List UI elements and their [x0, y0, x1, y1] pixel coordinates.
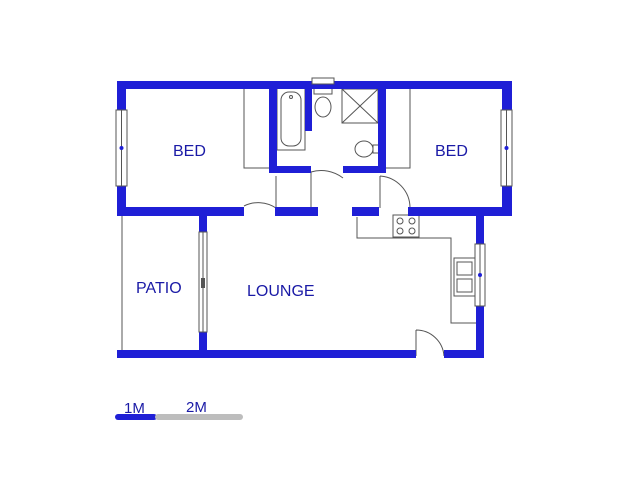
wardrobe-left [243, 87, 271, 169]
sliding-door-patio [198, 231, 208, 333]
wall-bath-left [269, 81, 277, 173]
window-bed-left [115, 109, 128, 187]
wall-mid-b [275, 207, 318, 216]
basin-icon [354, 140, 381, 158]
scale-label-1m: 1M [124, 400, 145, 417]
room-label-patio: PATIO [136, 280, 182, 297]
scale-bar-segment-2 [155, 414, 243, 420]
wall-mid-a [117, 207, 244, 216]
windows [115, 77, 513, 333]
room-label-lounge: LOUNGE [247, 283, 315, 300]
door-entrance [415, 329, 445, 357]
wall-mid-d [408, 207, 512, 216]
door-bed-left [243, 176, 277, 209]
wall-patio-bottom [199, 332, 207, 356]
scale-bar-segment-1 [115, 414, 157, 420]
wall-bath-bottom-b [343, 166, 386, 173]
wall-patio-top [199, 216, 207, 232]
walls [117, 81, 512, 358]
wall-bottom-a [117, 350, 416, 358]
wall-bath-right [378, 81, 386, 173]
room-label-bed-left: BED [173, 143, 206, 160]
wall-bath-bottom-a [269, 166, 311, 173]
door-bed-right [379, 175, 411, 209]
sink-icon [453, 257, 477, 297]
wardrobe-right [383, 87, 411, 169]
wall-bath-divider [305, 81, 312, 131]
window-bed-right [500, 109, 513, 187]
bathtub-icon [276, 87, 306, 151]
window-bathroom [311, 77, 335, 85]
room-label-bed-right: BED [435, 143, 468, 160]
scale-label-2m: 2M [186, 399, 207, 416]
fixtures [121, 78, 477, 354]
shower-icon [341, 88, 379, 124]
window-kitchen [474, 243, 486, 307]
door-bathroom [310, 170, 344, 208]
wall-top [117, 81, 512, 89]
scale-bar: 1M 2M [115, 399, 243, 420]
kitchen-counter [356, 217, 476, 324]
doors [243, 170, 445, 357]
stove-icon [392, 214, 420, 238]
wall-mid-c [352, 207, 379, 216]
wall-bottom-b [444, 350, 484, 358]
